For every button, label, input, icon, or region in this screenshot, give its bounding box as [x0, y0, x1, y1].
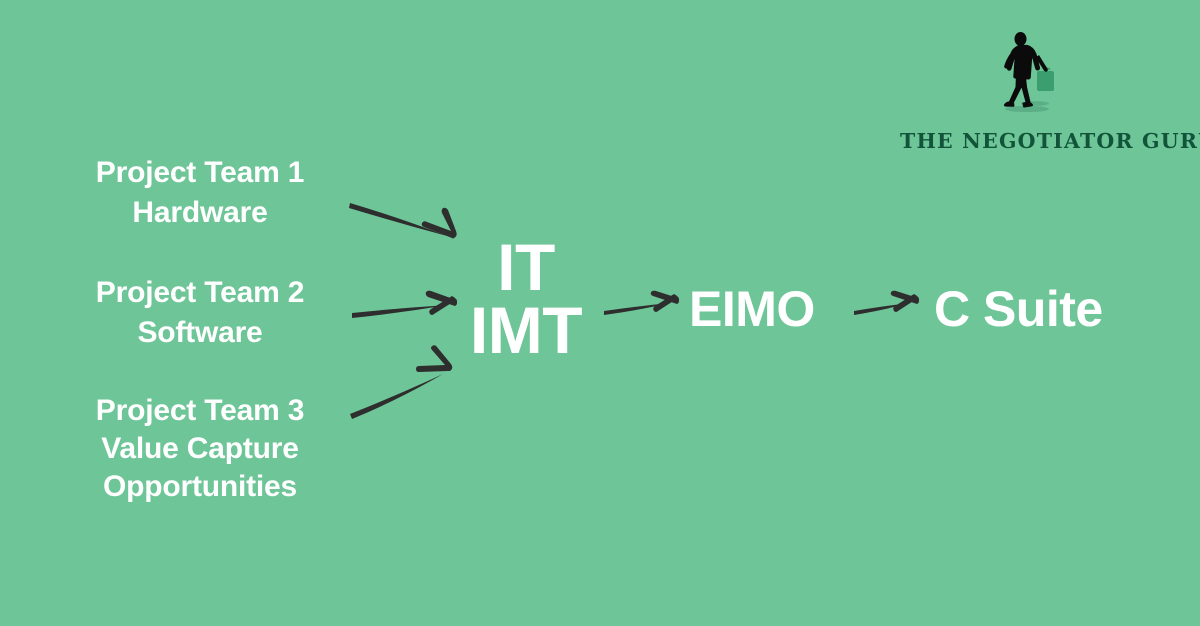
node-it-imt-line-2: IMT — [469, 293, 583, 368]
node-it-imt: IT IMT — [462, 230, 590, 368]
brand-name: THE NEGOTIATOR GURU — [900, 129, 1200, 153]
shadow-ellipse — [1005, 105, 1049, 113]
arrow-eimo-to-csuite — [854, 290, 920, 315]
project-team-1-line-1: Project Team 1 — [95, 156, 305, 189]
project-team-3-line-2: Value Capture — [101, 432, 299, 466]
arrow-team1-to-hub — [349, 203, 457, 239]
node-eimo: EIMO — [689, 281, 815, 337]
node-it-imt-line-1: IT — [497, 230, 555, 304]
project-team-3-line-3: Opportunities — [102, 470, 298, 504]
arrow-team3-to-hub — [350, 345, 453, 419]
arrow-hub-to-eimo — [604, 290, 680, 315]
project-team-2-line-1: Project Team 2 — [95, 276, 305, 309]
node-project-team-1: Project Team 1 Hardware — [58, 153, 342, 233]
walking-businessman-silhouette-icon — [900, 28, 1160, 116]
node-project-team-2: Project Team 2 Software — [58, 273, 342, 353]
project-team-3-line-1: Project Team 3 — [95, 394, 305, 427]
node-project-team-3: Project Team 3 Value Capture Opportuniti… — [58, 392, 342, 506]
project-team-1-line-2: Hardware — [132, 196, 268, 230]
node-c-suite: C Suite — [934, 281, 1103, 337]
arrow-team2-to-hub — [352, 290, 458, 318]
man-silhouette — [1003, 32, 1048, 108]
project-team-2-line-2: Software — [137, 316, 263, 350]
brand-logo: THE NEGOTIATOR GURU — [900, 28, 1200, 153]
